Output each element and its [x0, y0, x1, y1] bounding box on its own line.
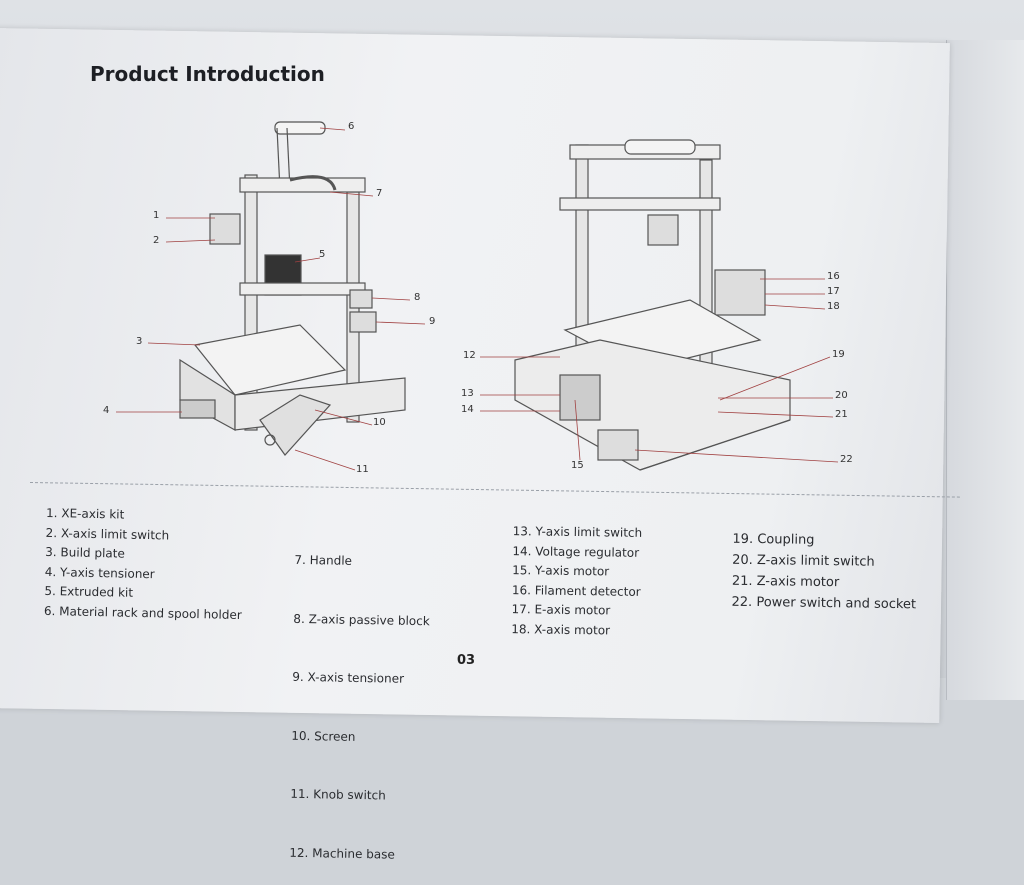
callout-17: 17 — [827, 286, 840, 297]
callout-12: 12 — [463, 350, 476, 361]
part-item: 20. Z-axis limit switch — [732, 552, 875, 570]
page-title: Product Introduction — [90, 62, 325, 86]
leader-lines — [116, 127, 839, 471]
callout-21: 21 — [835, 409, 848, 420]
callout-15: 15 — [571, 460, 584, 471]
part-item: 14. Voltage regulator — [512, 543, 640, 560]
callout-7: 7 — [376, 188, 383, 199]
part-item: 11. Knob switch — [290, 786, 386, 803]
part-item: 7. Handle — [294, 552, 353, 568]
right-printer-illustration — [514, 139, 791, 471]
parts-list-column-1: 1. XE-axis kit 2. X-axis limit switch 3.… — [44, 504, 244, 625]
part-item: 21. Z-axis motor — [731, 573, 840, 591]
part-item: 17. E-axis motor — [511, 602, 611, 618]
part-item: 13. Y-axis limit switch — [512, 524, 643, 540]
part-item: 10. Screen — [291, 728, 356, 744]
callout-9: 9 — [429, 316, 436, 327]
printer-diagrams — [116, 121, 839, 471]
callout-10: 10 — [373, 417, 386, 428]
part-item: 16. Filament detector — [511, 582, 641, 599]
part-item: 6. Material rack and spool holder — [43, 603, 242, 622]
part-item: 15. Y-axis motor — [512, 563, 610, 579]
callout-1: 1 — [153, 210, 160, 221]
callout-13: 13 — [461, 388, 474, 399]
parts-list-column-4: 19. Coupling 20. Z-axis limit switch 21.… — [731, 529, 917, 616]
callout-6: 6 — [348, 121, 355, 132]
callout-14: 14 — [461, 404, 474, 415]
part-item: 22. Power switch and socket — [731, 594, 917, 613]
callout-22: 22 — [840, 454, 853, 465]
parts-list-column-3: 13. Y-axis limit switch 14. Voltage regu… — [511, 522, 642, 641]
callout-11: 11 — [356, 464, 369, 475]
callout-8: 8 — [414, 292, 421, 303]
callout-3: 3 — [136, 336, 143, 347]
left-printer-illustration — [179, 121, 406, 456]
callout-20: 20 — [835, 390, 848, 401]
page-number: 03 — [457, 653, 476, 668]
parts-list-column-2: 7. Handle 8. Z-axis passive block 9. X-a… — [289, 512, 432, 885]
callout-4: 4 — [103, 405, 110, 416]
callout-16: 16 — [827, 271, 840, 282]
facing-page — [946, 40, 1024, 700]
part-item: 18. X-axis motor — [511, 621, 611, 637]
part-item: 8. Z-axis passive block — [293, 611, 430, 628]
callout-18: 18 — [827, 301, 840, 312]
part-item: 9. X-axis tensioner — [292, 669, 405, 686]
part-item: 19. Coupling — [732, 531, 815, 548]
callout-19: 19 — [832, 349, 845, 360]
callout-2: 2 — [153, 235, 160, 246]
part-item: 12. Machine base — [289, 845, 395, 862]
callout-5: 5 — [319, 249, 326, 260]
